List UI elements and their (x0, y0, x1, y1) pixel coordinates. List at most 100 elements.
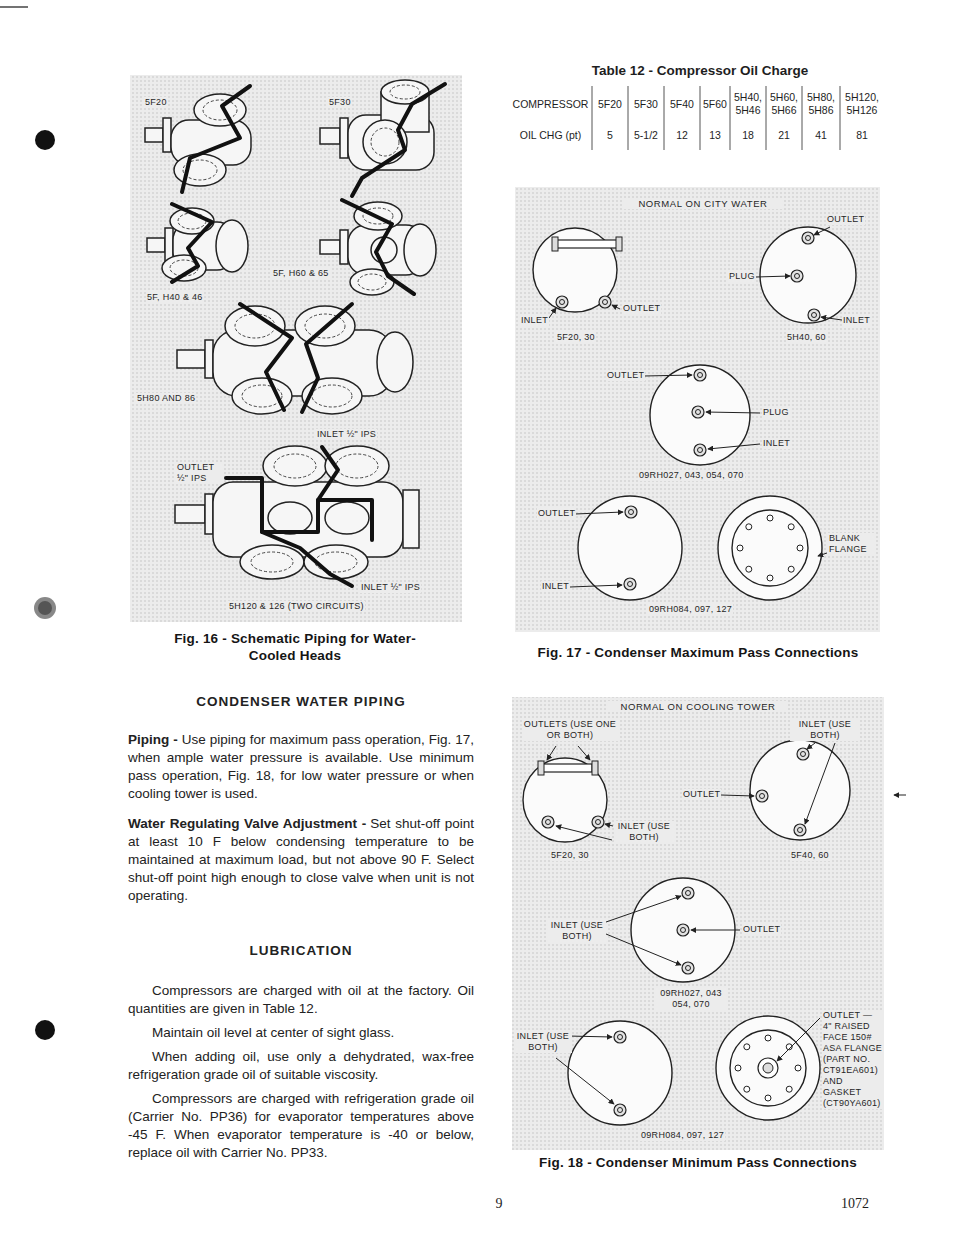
callout-label: OUTLET (742, 924, 781, 935)
drawing-ellipse (336, 454, 378, 478)
drawing-line (0, 6, 28, 8)
callout-label: 09RH027, 043, 054, 070 (638, 470, 745, 481)
drawing-rect (177, 350, 205, 368)
drawing-rect (163, 118, 171, 152)
callout-label: 09RH084, 097, 127 (640, 1130, 725, 1141)
drawing-use (614, 1104, 626, 1116)
drawing-line (605, 824, 613, 826)
drawing-use (694, 444, 706, 456)
drawing-ellipse (358, 274, 386, 290)
drawing-rect (512, 697, 884, 1150)
callout-label: OUTLET (537, 508, 576, 519)
drawing-rect (205, 494, 213, 534)
drawing-use (599, 296, 611, 308)
drawing-line (570, 585, 622, 587)
drawing-line (766, 86, 767, 150)
drawing-polyline (302, 304, 352, 412)
table-cell: COMPRESSOR (510, 88, 591, 120)
drawing-line (578, 746, 590, 760)
drawing-use (765, 1095, 771, 1101)
drawing-line (575, 512, 623, 514)
drawing-polyline (318, 447, 338, 500)
drawing-use (791, 270, 803, 282)
drawing-g (147, 204, 248, 282)
heading-text: LUBRICATION (250, 943, 353, 958)
figure-heading: NORMAL ON COOLING TOWER (608, 701, 788, 712)
drawing-rect (340, 118, 348, 158)
section-heading: LUBRICATION (128, 942, 474, 960)
drawing-line (814, 227, 830, 235)
drawing-rect (145, 128, 163, 142)
drawing-rect (515, 187, 880, 632)
drawing-ellipse (235, 314, 275, 338)
table-cell: 13 (700, 126, 730, 144)
drawing-rect (205, 340, 213, 378)
callout-label: INLET (USE BOTH) (614, 821, 674, 843)
figure-caption: Fig. 18 - Condenser Minimum Pass Connect… (512, 1154, 884, 1171)
drawing-use (744, 1044, 750, 1050)
drawing-line (691, 930, 740, 931)
drawing-circle (523, 758, 607, 842)
drawing-ellipse (174, 154, 226, 186)
drawing-line (721, 795, 754, 796)
drawing-ellipse (312, 385, 352, 407)
drawing-g (320, 200, 436, 295)
table-cell: 21 (766, 126, 802, 144)
drawing-circle (34, 597, 56, 619)
drawing-line (700, 86, 701, 150)
drawing-use (682, 962, 694, 974)
table-title: Table 12 - Compressor Oil Charge (560, 62, 840, 79)
callout-label: OUTLET — 4" RAISED FACE 150# ASA FLANGE … (822, 1010, 884, 1109)
drawing-use (592, 816, 604, 828)
drawing-g (175, 446, 419, 586)
table-cell: 5H60, 5H66 (766, 88, 802, 120)
document-number: 1072 (830, 1195, 880, 1212)
drawing-circle (35, 130, 55, 150)
callout-label: INLET (842, 315, 871, 326)
drawing-circle (732, 510, 808, 586)
callout-label: 5F20, 30 (550, 850, 590, 861)
drawing-polyline (262, 532, 352, 586)
drawing-use (614, 1031, 626, 1043)
drawing-ellipse (251, 552, 293, 572)
callout-label: OUTLET (606, 370, 645, 381)
callout-label: 5F, H40 & 46 (146, 292, 204, 303)
body-text: Use piping for maximum pass operation, F… (128, 732, 474, 801)
callout-label: PLUG (762, 407, 790, 418)
figure-caption: Fig. 16 - Schematic Piping for Water-Coo… (170, 630, 420, 664)
drawing-use (767, 575, 773, 581)
drawing-ellipse (381, 80, 429, 104)
callout-label: INLET (762, 438, 791, 449)
table-cell: OIL CHG (pt) (510, 126, 591, 144)
drawing-ellipse (162, 255, 206, 281)
drawing-ellipse (404, 224, 436, 276)
figure-caption: Fig. 17 - Condenser Maximum Pass Connect… (512, 644, 884, 661)
drawing-circle (730, 1030, 806, 1106)
section-heading: CONDENSER WATER PIPING (128, 693, 474, 711)
drawing-rect (403, 490, 419, 548)
callout-label: 09RH027, 043 054, 070 (656, 988, 726, 1010)
drawing-use (756, 790, 768, 802)
callout-label: PLUG (728, 271, 756, 282)
run-in-heading: Piping - (128, 732, 178, 747)
drawing-line (818, 553, 827, 556)
callout-label: 5F20, 30 (556, 332, 596, 343)
drawing-line (664, 86, 665, 150)
drawing-use (767, 515, 773, 521)
drawing-line (894, 795, 906, 796)
drawing-rect (616, 237, 622, 251)
drawing-ellipse (268, 502, 312, 534)
table-cell: 5H80, 5H86 (802, 88, 840, 120)
drawing-rect (340, 230, 348, 264)
table-cell: 5H40, 5H46 (730, 88, 766, 120)
callout-label: INLET ½" IPS (316, 429, 377, 440)
drawing-rect (320, 128, 340, 144)
figure-panel: 5F205F305F, H40 & 465F, H60 & 655H80 AND… (130, 75, 462, 622)
drawing-circle (38, 601, 52, 615)
drawing-line (777, 1018, 820, 1061)
drawing-use (744, 1086, 750, 1092)
drawing-g (523, 740, 850, 1125)
drawing-line (840, 86, 841, 150)
drawing-line (556, 1058, 614, 1104)
figure-panel: NORMAL ON COOLING TOWEROUTLETS (USE ONE … (512, 697, 884, 1150)
